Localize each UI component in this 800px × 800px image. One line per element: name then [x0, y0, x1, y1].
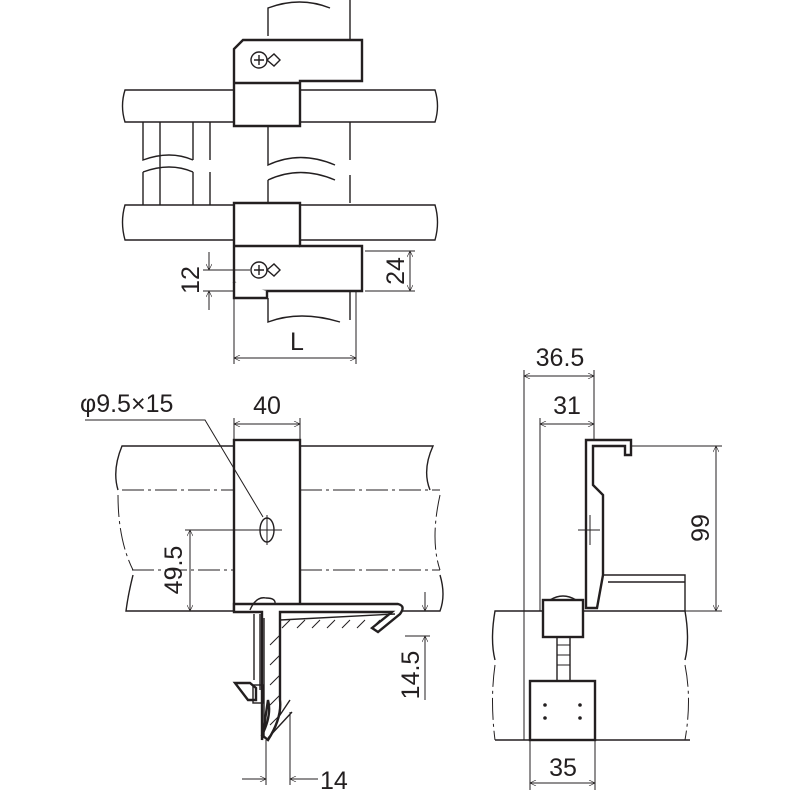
dimension-14-5: 14.5 [397, 592, 430, 700]
end-view: 36.5 31 99 35 [491, 344, 722, 790]
bolt-head [249, 597, 276, 611]
ladder-rungs [142, 122, 211, 205]
bracket-profile [232, 597, 404, 742]
dim-label-14: 14 [320, 767, 348, 795]
bracket-channel [578, 438, 633, 610]
dim-label-35: 35 [549, 754, 577, 782]
dim-label-49-5: 49.5 [160, 546, 188, 595]
dim-label-31: 31 [553, 392, 581, 420]
slot-callout: φ9.5×15 [80, 390, 264, 518]
dim-label-12: 12 [177, 266, 205, 294]
dimension-35: 35 [530, 740, 595, 790]
dim-label-36-5: 36.5 [536, 344, 585, 372]
dim-label-40: 40 [253, 392, 281, 420]
side-view: φ9.5×15 40 49.5 14.5 14 [80, 390, 444, 795]
dimension-L: L [234, 291, 356, 364]
mounting-plate [232, 438, 302, 612]
dim-label-99: 99 [687, 514, 715, 542]
dimension-49-5: 49.5 [160, 530, 260, 611]
dimension-31: 31 [540, 392, 594, 611]
rail [115, 445, 444, 612]
upper-clamp [232, 38, 364, 128]
dimension-24: 24 [365, 251, 415, 291]
top-view: 12 24 L [121, 0, 439, 364]
bolt-assembly [528, 595, 597, 742]
dimension-36-5: 36.5 [524, 344, 594, 740]
slot-spec-label: φ9.5×15 [80, 390, 173, 418]
dimension-14: 14 [242, 712, 348, 795]
dim-label-L: L [290, 328, 304, 356]
rail-lower [121, 204, 439, 241]
rail-upper [121, 89, 439, 123]
dimension-40: 40 [234, 392, 300, 440]
dimension-12: 12 [177, 252, 250, 310]
dim-label-14-5: 14.5 [397, 651, 425, 700]
dimension-99: 99 [631, 446, 722, 611]
dim-label-24: 24 [382, 257, 410, 285]
lower-clamp [232, 201, 364, 300]
